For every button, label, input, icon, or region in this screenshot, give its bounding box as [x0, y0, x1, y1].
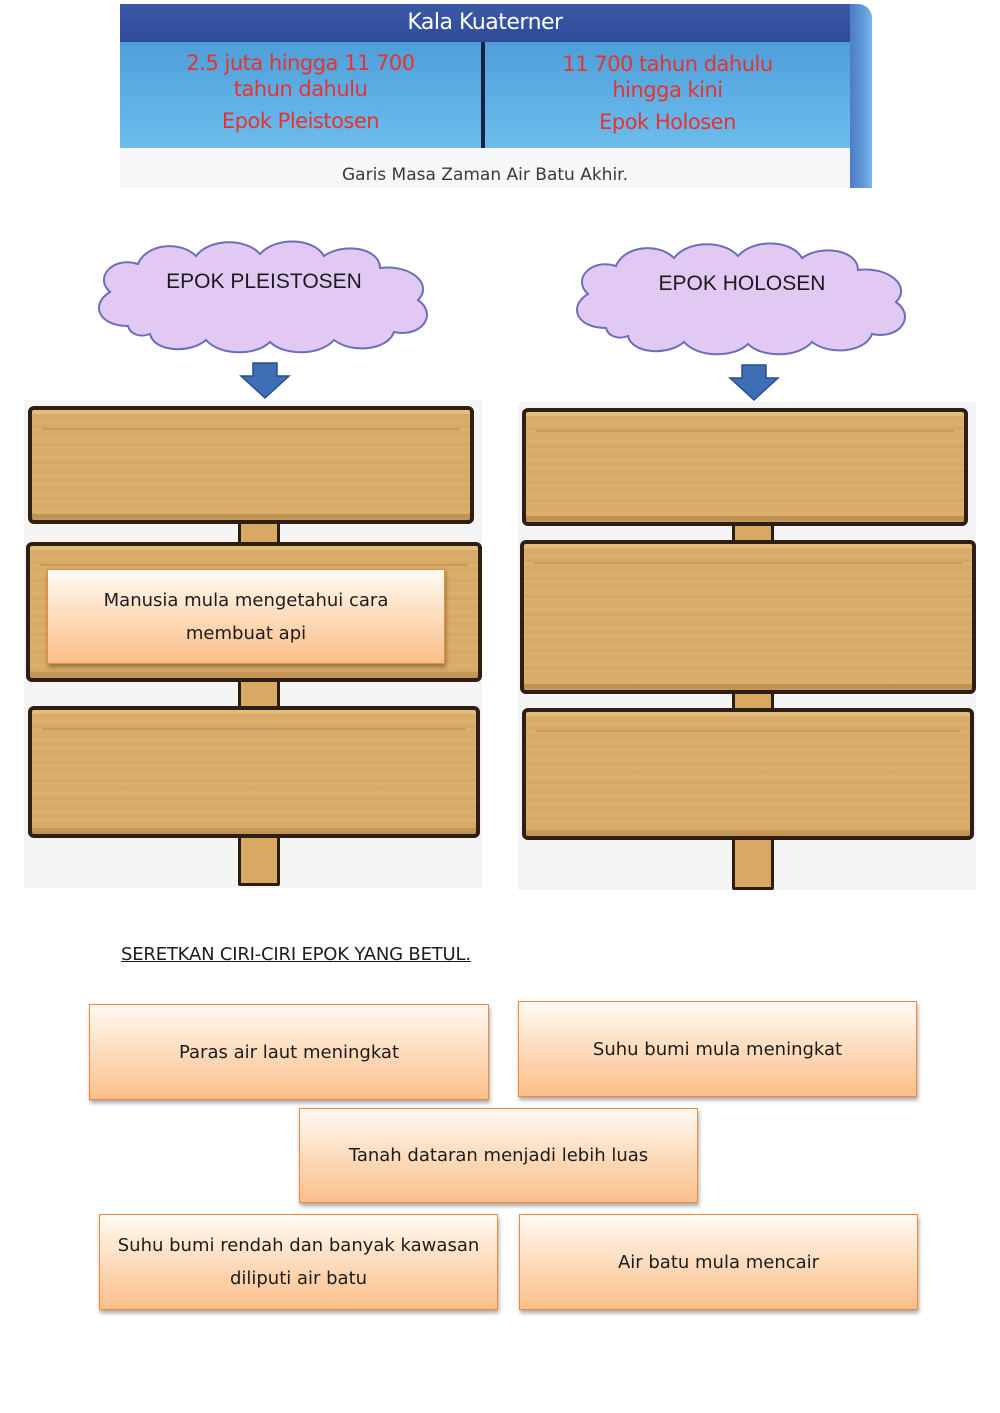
banner-title: Kala Kuaterner [120, 4, 850, 42]
banner-caption: Garis Masa Zaman Air Batu Akhir. [120, 148, 850, 188]
banner-right-column: 11 700 tahun dahulu hingga kini Epok Hol… [485, 42, 850, 157]
banner-left-epoch: Epok Pleistosen [221, 109, 380, 133]
drag-card-suhu-bumi-meningkat[interactable]: Suhu bumi mula meningkat [518, 1001, 917, 1097]
drop-zone-holosen-3[interactable] [522, 708, 974, 840]
cloud-label-left: EPOK PLEISTOSEN [166, 270, 362, 293]
drag-card-air-batu-mencair[interactable]: Air batu mula mencair [519, 1214, 918, 1310]
banner-body [120, 42, 850, 148]
banner-left-line1: 2.5 juta hingga 11 700 [186, 51, 415, 75]
signpost-holosen [518, 402, 976, 890]
cloud-icon [98, 240, 428, 354]
banner-right-line2: hingga kini [612, 78, 723, 102]
drag-card-suhu-bumi-rendah[interactable]: Suhu bumi rendah dan banyak kawasan dili… [99, 1214, 498, 1310]
drag-card-paras-air-laut[interactable]: Paras air laut meningkat [89, 1004, 489, 1100]
down-arrow-icon [728, 364, 780, 402]
drop-zone-pleistosen-3[interactable] [28, 706, 480, 838]
banner-right-line1: 11 700 tahun dahulu [562, 52, 773, 76]
cloud-epok-holosen: EPOK HOLOSEN [566, 236, 918, 358]
cloud-epok-pleistosen: EPOK PLEISTOSEN [88, 234, 440, 356]
cloud-label-right: EPOK HOLOSEN [658, 272, 826, 295]
drop-zone-pleistosen-1[interactable] [28, 406, 474, 524]
banner-divider [481, 42, 485, 148]
timeline-banner-image: Kala Kuaterner 2.5 juta hingga 11 700 ta… [120, 4, 872, 188]
down-arrow-icon [239, 362, 291, 400]
cloud-icon [576, 242, 906, 356]
banner-left-column: 2.5 juta hingga 11 700 tahun dahulu Epok… [120, 42, 481, 156]
drop-zone-holosen-2[interactable] [520, 540, 976, 694]
drag-card-tanah-dataran[interactable]: Tanah dataran menjadi lebih luas [299, 1108, 698, 1203]
banner-page-edge [848, 4, 872, 188]
signpost-pleistosen [24, 400, 482, 888]
instruction-heading: SERETKAN CIRI-CIRI EPOK YANG BETUL. [121, 944, 471, 965]
drop-zone-holosen-1[interactable] [522, 408, 968, 526]
banner-left-line2: tahun dahulu [233, 77, 368, 101]
banner-right-epoch: Epok Holosen [599, 110, 736, 134]
placed-card-buat-api[interactable]: Manusia mula mengetahui cara membuat api [47, 569, 445, 664]
